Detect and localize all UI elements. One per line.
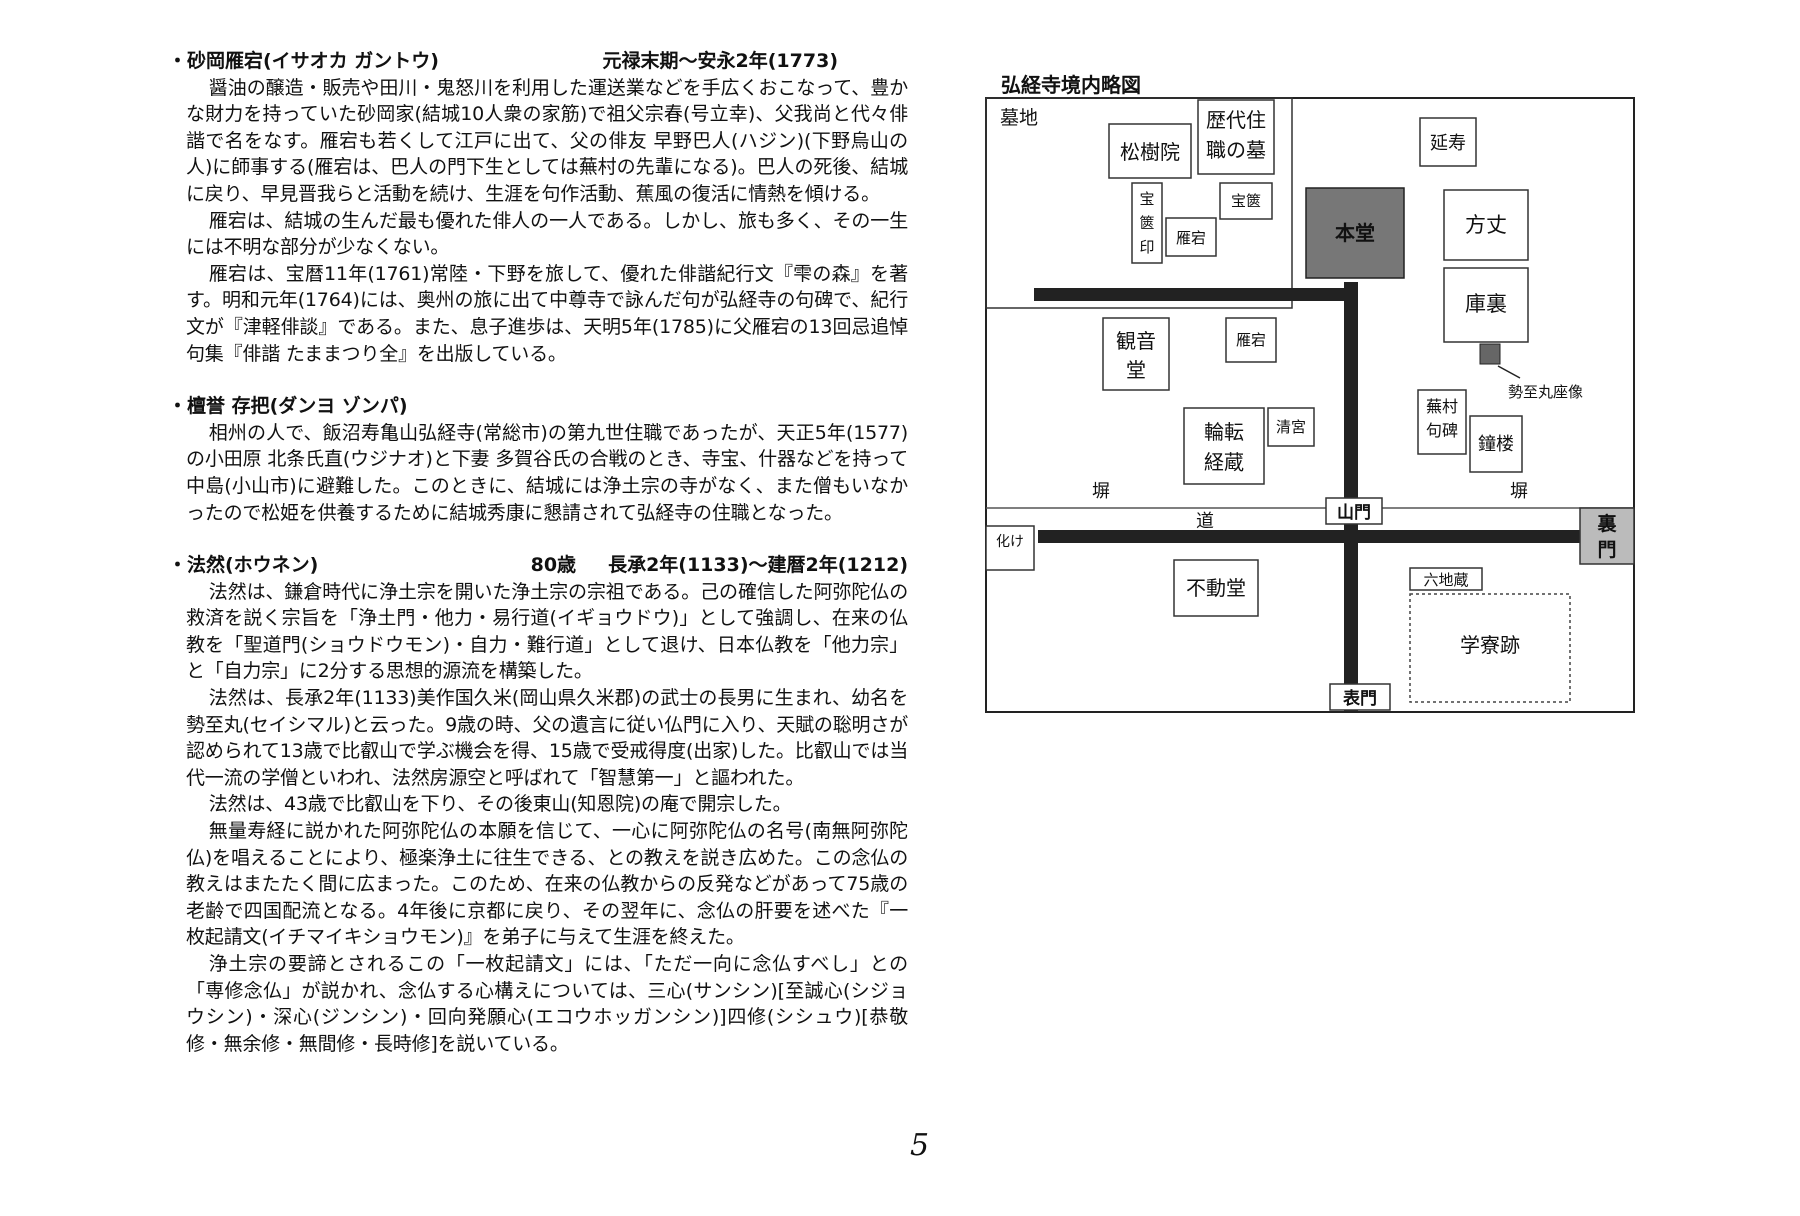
label-hokyo1-1: 宝 [1139, 190, 1154, 208]
label-shojuin: 松樹院 [1120, 140, 1180, 164]
shojuin-box [1108, 123, 1192, 179]
path-cemetery [1034, 288, 1354, 301]
label-seishimaru: 勢至丸座像 [1508, 383, 1583, 401]
label-michi: 道 [1196, 511, 1214, 532]
entry-paragraph: 雁宕は、結城の生んだ最も優れた俳人の一人である。しかし、旅も多く、その一生には不… [186, 209, 908, 259]
label-rinzo-1: 輪転 [1204, 420, 1244, 444]
fudo-box [1173, 559, 1259, 617]
label-gantou1: 雁宕 [1176, 229, 1206, 247]
label-kuri: 庫裏 [1465, 292, 1507, 316]
entry-paragraph: 法然は、43歳で比叡山を下り、その後東山(知恩院)の庵で開宗した。 [208, 793, 792, 816]
hokyoin-box [1131, 182, 1163, 264]
kannon-box [1102, 317, 1170, 391]
text-column: ・砂岡雁宕(イサオカ ガントウ) 元禄末期～安永2年(1773) 醤油の醸造・販売や… [168, 48, 908, 1083]
label-omotemon: 表門 [1343, 688, 1377, 709]
hojo-box [1443, 189, 1529, 261]
map-frame [985, 97, 1635, 713]
omotemon-box [1329, 683, 1391, 711]
entry-name: ・法然(ホウネン) [168, 554, 319, 577]
entry-paragraph: 浄土宗の要諦とされるこの「一枚起請文」には、「ただ一向に念仏すべし」との「専修念… [186, 953, 908, 1055]
label-hei-left: 塀 [1092, 481, 1110, 502]
label-hokyo2: 宝篋 [1231, 192, 1261, 210]
page-number: 5 [910, 1128, 930, 1163]
seishimaru-arrow [1497, 365, 1521, 379]
enju-box [1419, 117, 1477, 167]
label-uramon-1: 裏 [1596, 512, 1617, 535]
map-title: 弘経寺境内略図 [1001, 73, 1141, 97]
gantou-grave-box [1165, 217, 1217, 257]
hondo-box [1305, 187, 1405, 279]
label-rokujizo: 六地蔵 [1423, 571, 1468, 589]
entry: ・法然(ホウネン) 80歳 長承2年(1133)～建暦2年(1212) 法然は、鎌倉時… [168, 552, 908, 1057]
entry-name: ・檀誉 存把(ダンヨ ゾンパ) [168, 395, 408, 418]
label-hokyo1-2: 篋 [1139, 214, 1154, 232]
gantou-box [1225, 317, 1277, 363]
gakuryo-area [1409, 593, 1571, 703]
path-main-vertical [1344, 282, 1358, 712]
shoro-box [1469, 415, 1523, 473]
buson-box [1417, 389, 1467, 455]
entry-period: 長承2年(1133)～建暦2年(1212) [608, 554, 908, 577]
label-sanmon: 山門 [1337, 503, 1371, 523]
path-main-horizontal [1038, 530, 1624, 543]
label-buson-2: 句碑 [1426, 421, 1458, 440]
label-rekidai-1: 歴代住 [1206, 108, 1266, 132]
label-enju: 延寿 [1430, 133, 1466, 154]
seishimaru-statue [1479, 343, 1501, 365]
seigu-box [1267, 407, 1315, 447]
cemetery-area [985, 97, 1293, 309]
rekidai-box [1197, 99, 1275, 175]
label-hei-right: 塀 [1510, 481, 1528, 502]
label-gantou2: 雁宕 [1236, 331, 1266, 349]
label-uramon-2: 門 [1597, 539, 1616, 561]
entry: ・砂岡雁宕(イサオカ ガントウ) 元禄末期～安永2年(1773) 醤油の醸造・販売や… [168, 48, 908, 367]
entry-heading: ・砂岡雁宕(イサオカ ガントウ) 元禄末期～安永2年(1773) [168, 48, 908, 75]
entry-period: 元禄末期～安永2年(1773) [602, 50, 838, 72]
entry-paragraph: 醤油の醸造・販売や田川・鬼怒川を利用した運送業などを手広くおこなって、豊かな財力… [186, 76, 908, 205]
entry-paragraph: 無量寿経に説かれた阿弥陀仏の本願を信じて、一心に阿弥陀仏の名号(南無阿弥陀仏)を… [186, 820, 908, 949]
label-seigu: 清宮 [1276, 418, 1306, 436]
rokujizo-box [1409, 567, 1483, 591]
hokyo-box [1219, 182, 1273, 220]
label-buson-1: 蕪村 [1426, 397, 1458, 416]
label-rekidai-2: 職の墓 [1206, 138, 1266, 162]
entry-heading: ・法然(ホウネン) 80歳 長承2年(1133)～建暦2年(1212) [168, 552, 908, 579]
label-rinzo-2: 経蔵 [1204, 450, 1244, 474]
kuri-box [1443, 267, 1529, 343]
label-shoro: 鐘楼 [1478, 434, 1514, 455]
label-gakuryo: 学寮跡 [1460, 633, 1520, 657]
entry-paragraph: 法然は、鎌倉時代に浄土宗を開いた浄土宗の宗祖である。己の確信した阿弥陀仏の救済を… [186, 580, 908, 683]
label-hondo: 本堂 [1335, 221, 1375, 245]
label-bake: 化け [996, 534, 1024, 550]
entry-paragraph: 雁宕は、宝暦11年(1761)常陸・下野を旅して、優れた俳諧紀行文『雫の森』を著… [186, 262, 908, 365]
label-hojo: 方丈 [1465, 213, 1507, 237]
label-kannon-1: 観音 [1116, 329, 1156, 353]
entry: ・檀誉 存把(ダンヨ ゾンパ) 相州の人で、飯沼寿亀山弘経寺(常総市)の第九世住職… [168, 393, 908, 526]
entry-heading: ・檀誉 存把(ダンヨ ゾンパ) [168, 393, 908, 420]
label-kannon-2: 堂 [1126, 358, 1146, 382]
entry-paragraph: 相州の人で、飯沼寿亀山弘経寺(常総市)の第九世住職であったが、天正5年(1577… [186, 421, 908, 524]
label-hokyo1-3: 印 [1139, 238, 1154, 256]
uramon-box [1579, 507, 1635, 565]
sanmon-box [1325, 497, 1383, 525]
label-bochi: 墓地 [1000, 107, 1038, 129]
label-fudo: 不動堂 [1186, 576, 1246, 600]
entry-name: ・砂岡雁宕(イサオカ ガントウ) [168, 50, 439, 72]
entry-paragraph: 法然は、長承2年(1133)美作国久米(岡山県久米郡)の武士の長男に生まれ、幼名… [186, 687, 908, 789]
bake-box [985, 525, 1035, 571]
entry-age: 80歳 [530, 554, 577, 577]
rinzo-box [1183, 407, 1265, 485]
